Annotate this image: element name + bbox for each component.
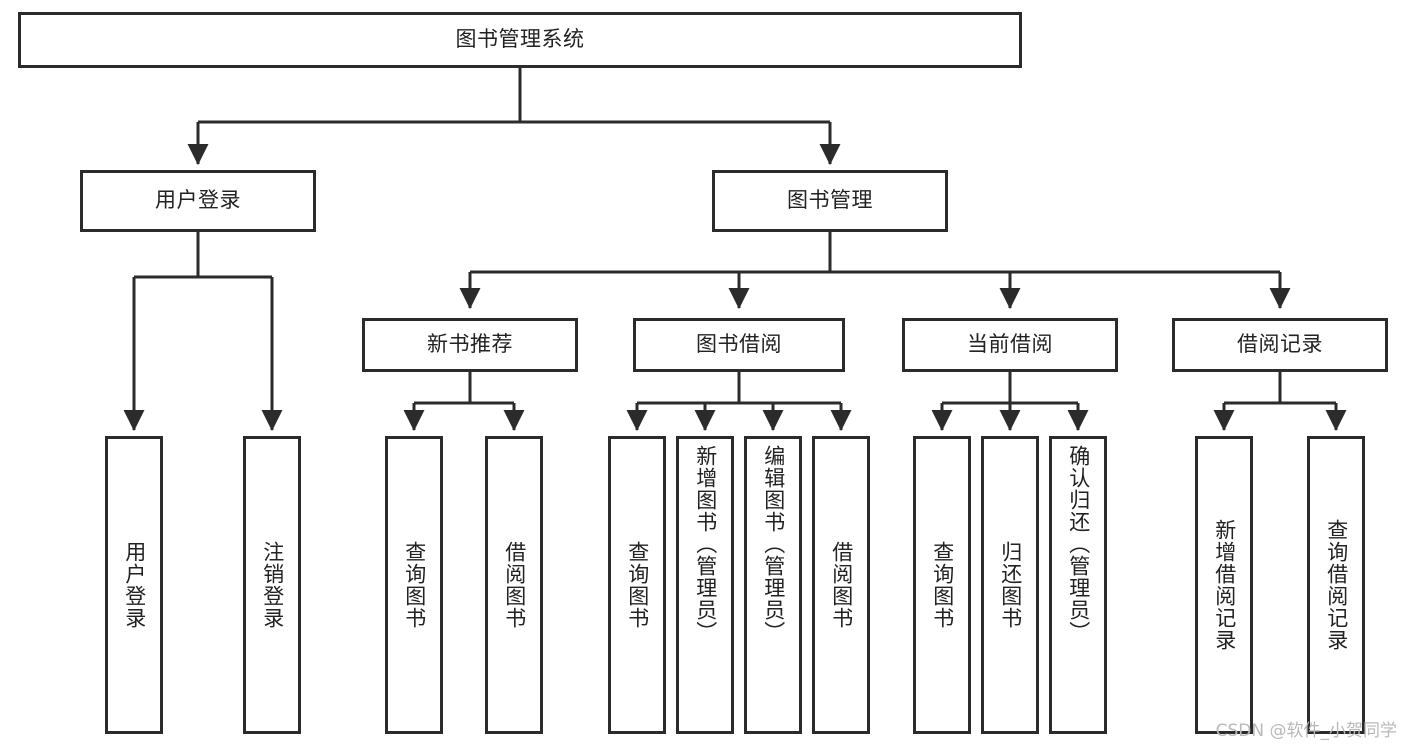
node-label: 新书推荐	[427, 332, 513, 357]
node-label: 注销登录	[260, 541, 285, 629]
leaf-record-add-record[interactable]: 新增借阅记录	[1195, 436, 1253, 734]
node-label: 借阅图书	[829, 541, 854, 629]
node-label: 新增借阅记录	[1212, 519, 1237, 651]
node-label: 确认归还（管理员）	[1066, 445, 1091, 643]
node-label: 查询借阅记录	[1324, 519, 1349, 651]
node-label: 用户登录	[122, 541, 147, 629]
node-new-book-recommend[interactable]: 新书推荐	[362, 318, 578, 372]
node-label: 图书管理系统	[455, 27, 585, 52]
node-root-book-management-system[interactable]: 图书管理系统	[18, 12, 1022, 68]
node-current-borrow[interactable]: 当前借阅	[902, 318, 1118, 372]
leaf-record-query-record[interactable]: 查询借阅记录	[1307, 436, 1365, 734]
node-book-management[interactable]: 图书管理	[712, 170, 948, 232]
node-borrow-record[interactable]: 借阅记录	[1172, 318, 1388, 372]
leaf-recommend-borrow-book[interactable]: 借阅图书	[485, 436, 543, 734]
leaf-user-login[interactable]: 用户登录	[105, 436, 163, 734]
node-label: 查询图书	[625, 541, 650, 629]
node-label: 借阅图书	[502, 541, 527, 629]
leaf-current-confirm-return-admin[interactable]: 确认归还（管理员）	[1049, 436, 1107, 734]
leaf-current-return-book[interactable]: 归还图书	[981, 436, 1039, 734]
node-label: 查询图书	[930, 541, 955, 629]
node-label: 新增图书（管理员）	[693, 445, 718, 643]
node-label: 查询图书	[402, 541, 427, 629]
leaf-borrow-borrow-book[interactable]: 借阅图书	[812, 436, 870, 734]
node-label: 借阅记录	[1237, 332, 1323, 357]
leaf-recommend-query-book[interactable]: 查询图书	[385, 436, 443, 734]
node-label: 编辑图书（管理员）	[761, 445, 786, 643]
node-label: 当前借阅	[967, 332, 1053, 357]
leaf-borrow-edit-book-admin[interactable]: 编辑图书（管理员）	[744, 436, 802, 734]
leaf-logout[interactable]: 注销登录	[243, 436, 301, 734]
leaf-borrow-add-book-admin[interactable]: 新增图书（管理员）	[676, 436, 734, 734]
node-book-borrow[interactable]: 图书借阅	[633, 318, 845, 372]
leaf-current-query-book[interactable]: 查询图书	[913, 436, 971, 734]
node-user-login[interactable]: 用户登录	[80, 170, 316, 232]
node-label: 用户登录	[155, 188, 241, 213]
node-label: 图书借阅	[696, 332, 782, 357]
node-label: 归还图书	[998, 541, 1023, 629]
node-label: 图书管理	[787, 188, 873, 213]
leaf-borrow-query-book[interactable]: 查询图书	[608, 436, 666, 734]
